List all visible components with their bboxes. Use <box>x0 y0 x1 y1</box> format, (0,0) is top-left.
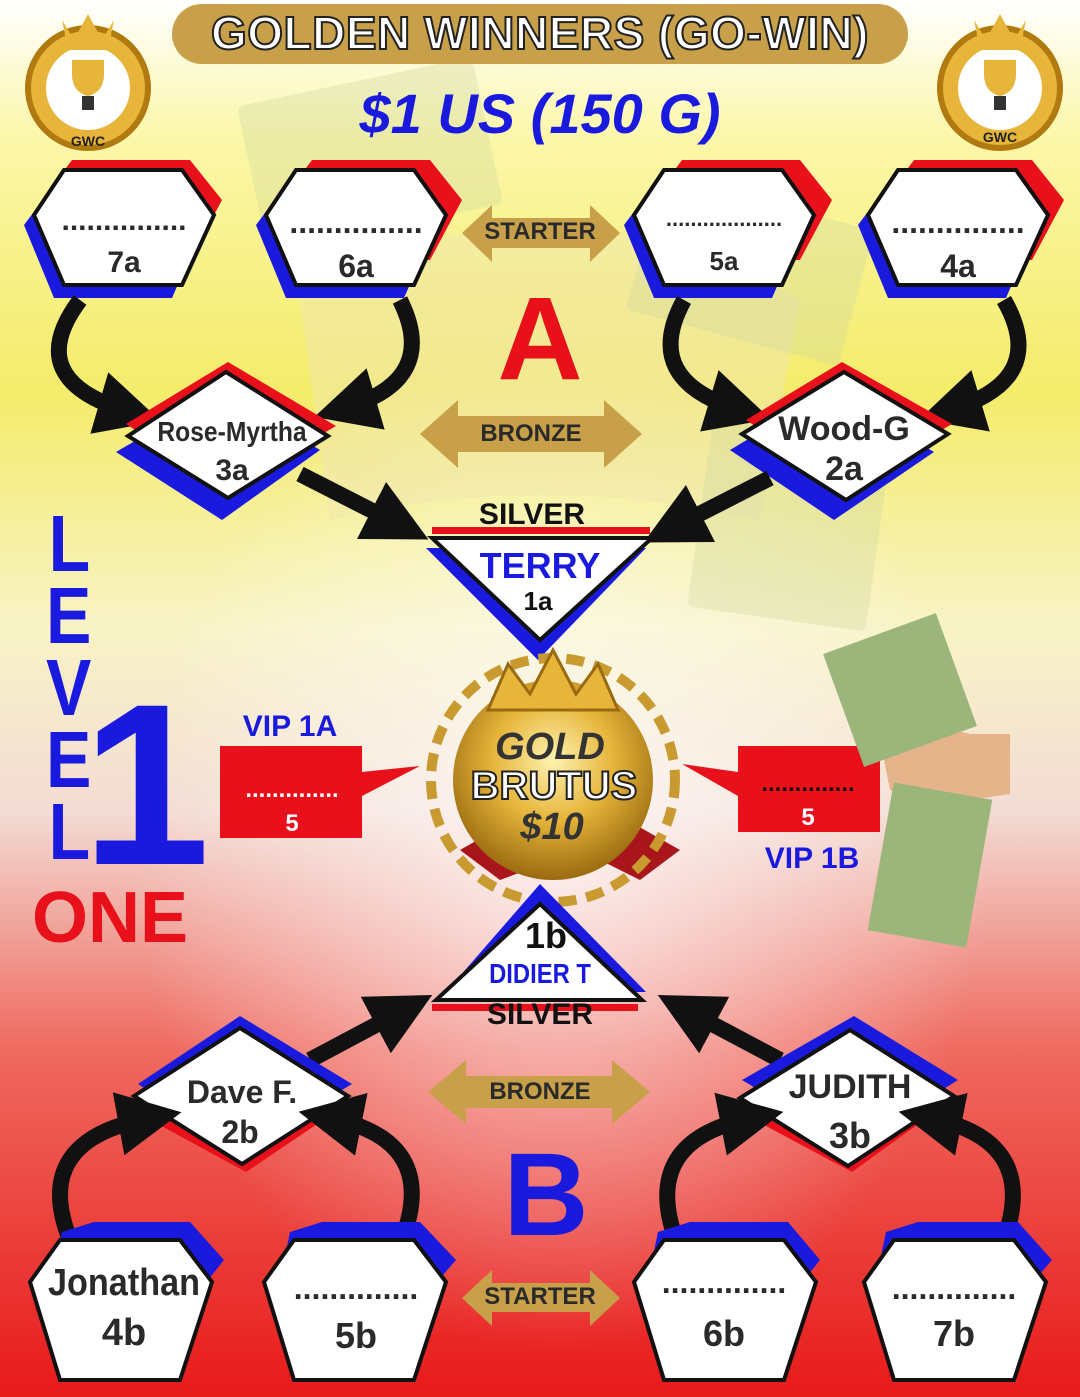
starter-slot-4b[interactable] <box>27 1222 226 1386</box>
gold-name[interactable]: BRUTUS <box>470 764 639 808</box>
curve-arrow-5b-2b <box>298 1092 420 1243</box>
money-bag-neck <box>300 225 800 520</box>
starter-slot-5a[interactable] <box>624 160 832 298</box>
bronze-name-3a[interactable]: Rose-Myrtha <box>157 416 307 447</box>
starter-slot-5b[interactable] <box>261 1222 456 1382</box>
starter-slot-6a[interactable] <box>256 160 462 298</box>
bronze-name-2a[interactable]: Wood-G <box>778 410 910 448</box>
starter-label-a: STARTER <box>484 218 596 245</box>
bronze-slot-2b[interactable] <box>130 1016 352 1172</box>
curve-arrow-7b-3b <box>898 1092 1021 1243</box>
title-banner <box>172 4 908 64</box>
level-vertical-word: L E V E L <box>34 499 104 876</box>
vip-box-1a[interactable] <box>220 746 420 838</box>
vip-box-1b[interactable] <box>682 746 880 832</box>
silver-slot-label-1a: 1a <box>523 586 553 616</box>
level-word: ONE <box>31 878 189 958</box>
starter-name-5b[interactable]: .............. <box>293 1270 419 1306</box>
bronze-arrow-b <box>428 1060 650 1124</box>
level-letter: L <box>48 499 90 588</box>
level-letter: V <box>46 643 92 732</box>
curve-arrow-7a-3a <box>50 295 161 434</box>
page-title: GOLDEN WINNERS (GO-WIN) <box>210 7 870 59</box>
arrow-3a-1a <box>296 466 429 540</box>
bronze-slot-label-3b: 3b <box>828 1115 872 1156</box>
emblem-text-left: GWC <box>70 133 106 149</box>
silver-label-b: SILVER <box>486 998 594 1031</box>
starter-slot-label-7a: 7a <box>107 246 141 279</box>
starter-name-6a[interactable]: ............... <box>289 204 423 240</box>
vip-value-1a: 5 <box>285 810 299 837</box>
price-label: $1 US (150 G) <box>359 82 721 145</box>
level-letter: L <box>48 787 90 876</box>
vip-value-1b: 5 <box>801 804 815 831</box>
bronze-slot-label-3a: 3a <box>215 454 249 487</box>
starter-slot-7b[interactable] <box>861 1222 1052 1382</box>
bronze-name-3b[interactable]: JUDITH <box>788 1068 912 1106</box>
bronze-label-b: BRONZE <box>489 1078 591 1105</box>
starter-label-b: STARTER <box>484 1283 596 1310</box>
curve-arrow-4b-2b <box>52 1092 182 1243</box>
silver-slot-1a[interactable] <box>426 527 658 660</box>
group-letter-a: A <box>497 273 583 405</box>
emblem-text-right: GWC <box>982 129 1018 145</box>
starter-slot-label-7b: 7b <box>932 1313 976 1354</box>
arrow-2a-1a <box>643 470 774 543</box>
crown-icon <box>485 646 621 712</box>
silver-name-1b[interactable]: DIDIER T <box>489 958 591 989</box>
starter-slot-7a[interactable] <box>24 160 222 298</box>
vip-label-1b: VIP 1B <box>764 842 860 875</box>
curve-arrow-6b-3b <box>659 1092 784 1243</box>
silver-name-1a[interactable]: TERRY <box>479 545 601 586</box>
silver-slot-label-1b: 1b <box>524 915 568 956</box>
vip-name-1a[interactable]: .............. <box>245 776 339 803</box>
money-hand-icon <box>823 613 1010 948</box>
starter-name-7a[interactable]: ............... <box>61 204 187 237</box>
starter-slot-label-6a: 6a <box>338 248 374 284</box>
starter-slot-label-5a: 5a <box>709 246 739 276</box>
starter-slot-label-6b: 6b <box>702 1313 746 1354</box>
starter-slot-label-5b: 5b <box>334 1315 378 1356</box>
starter-arrow-b <box>462 1270 620 1326</box>
gold-amount: $10 <box>520 806 584 848</box>
bronze-slot-2a[interactable] <box>730 362 952 520</box>
trophy-emblem-right <box>937 14 1063 151</box>
level-number: 1 <box>82 656 210 913</box>
gold-medallion <box>426 646 680 907</box>
starter-name-6b[interactable]: .............. <box>661 1264 787 1300</box>
silver-slot-1b[interactable] <box>430 884 648 1011</box>
starter-slot-label-4b: 4b <box>101 1312 147 1354</box>
curve-arrow-4a-2a <box>919 296 1027 432</box>
silver-label-a: SILVER <box>478 498 586 531</box>
starter-name-7b[interactable]: .............. <box>891 1270 1017 1306</box>
starter-name-4b[interactable]: Jonathan <box>47 1262 201 1304</box>
starter-slot-6b[interactable] <box>631 1222 820 1382</box>
bronze-label-a: BRONZE <box>480 420 582 447</box>
vip-name-1b[interactable]: .............. <box>761 770 855 797</box>
arrow-2b-1b <box>306 994 433 1068</box>
curve-arrow-5a-2a <box>662 296 771 432</box>
level-letter: E <box>46 571 92 660</box>
bronze-name-2b[interactable]: Dave F. <box>186 1074 298 1110</box>
arrow-3b-1b <box>657 994 784 1068</box>
level-letter: E <box>46 715 92 804</box>
starter-slot-4a[interactable] <box>858 160 1064 298</box>
curve-arrow-6a-3a <box>314 296 420 430</box>
bronze-arrow-a <box>420 400 642 468</box>
starter-name-5a[interactable]: ................... <box>665 206 783 231</box>
bronze-slot-label-2a: 2a <box>825 450 863 488</box>
vip-label-1a: VIP 1A <box>242 710 338 743</box>
starter-slot-label-4a: 4a <box>940 248 976 284</box>
starter-name-4a[interactable]: ............... <box>891 204 1025 240</box>
group-letter-b: B <box>503 1129 589 1261</box>
bronze-slot-3a[interactable] <box>116 362 336 520</box>
gold-label: GOLD <box>495 726 605 768</box>
bronze-slot-label-2b: 2b <box>221 1114 259 1150</box>
trophy-emblem-left <box>25 14 151 151</box>
starter-arrow-a <box>462 205 620 262</box>
